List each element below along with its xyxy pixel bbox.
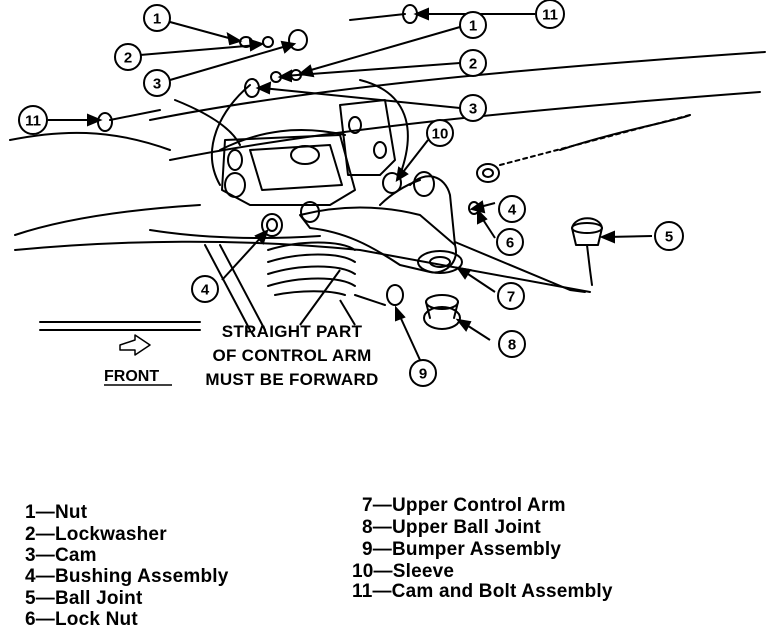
mounting-bracket <box>221 134 356 206</box>
legend-item-6: 6—Lock Nut <box>25 609 138 630</box>
callout-6: 6 <box>506 235 514 252</box>
callout-11b: 11 <box>25 113 41 130</box>
callout-11a: 11 <box>542 7 558 24</box>
callout-1a: 1 <box>153 11 161 28</box>
frame-crossmember <box>219 129 346 151</box>
front-label: FRONT <box>104 368 159 385</box>
legend-item-11: 11—Cam and Bolt Assembly <box>352 581 613 602</box>
callout-7: 7 <box>507 289 515 306</box>
legend-item-1: 1—Nut <box>25 502 88 523</box>
callout-9: 9 <box>419 366 427 383</box>
legend-item-10: 10—Sleeve <box>352 561 455 582</box>
frame-rail-upper-2 <box>169 91 761 161</box>
strut-plate <box>339 99 396 176</box>
callout-3a: 3 <box>153 76 161 93</box>
note-line-2: OF CONTROL ARM <box>212 346 371 365</box>
callout-4b: 4 <box>201 282 210 299</box>
cam-bolt-top <box>349 13 406 21</box>
legend-item-7: 7—Upper Control Arm <box>362 495 566 516</box>
upper-control-arm <box>299 206 457 274</box>
cam-bolt-left <box>109 109 161 121</box>
bushing-left <box>261 213 283 237</box>
frame-rail-left-2 <box>14 204 201 236</box>
legend-item-5: 5—Ball Joint <box>25 588 143 609</box>
legend-item-8: 8—Upper Ball Joint <box>362 517 541 538</box>
callout-2b: 2 <box>469 56 477 73</box>
sleeve <box>382 172 402 194</box>
legend-item-2: 2—Lockwasher <box>25 524 167 545</box>
suspension-diagram: 1 2 3 1 2 3 11 11 10 4 6 5 4 7 8 9 STRAI… <box>9 0 766 389</box>
frame-rail-upper <box>149 51 766 121</box>
coil-spring <box>267 241 356 296</box>
callout-10: 10 <box>432 126 449 143</box>
note-line-3: MUST BE FORWARD <box>205 370 378 389</box>
callout-5: 5 <box>665 229 673 246</box>
callout-1b: 1 <box>469 18 477 35</box>
legend-item-4: 4—Bushing Assembly <box>25 566 229 587</box>
legend-item-9: 9—Bumper Assembly <box>362 539 562 560</box>
callout-2a: 2 <box>124 50 132 67</box>
bushing-right <box>476 163 500 183</box>
bracket-bolt-hole <box>290 145 320 165</box>
cam-top <box>288 29 308 51</box>
callout-3b: 3 <box>469 101 477 118</box>
bumper-assembly <box>386 284 404 306</box>
callout-4a: 4 <box>508 202 517 219</box>
legend-item-3: 3—Cam <box>25 545 97 566</box>
frame-rail-left <box>9 131 171 151</box>
callout-8: 8 <box>508 337 516 354</box>
front-arrow-icon <box>119 334 151 356</box>
ball-joint <box>571 217 603 246</box>
control-arm-ball-joint-seat <box>417 250 463 274</box>
upper-ball-joint <box>423 306 461 330</box>
note-line-1: STRAIGHT PART <box>222 322 363 341</box>
frame-rail-lower <box>14 240 591 293</box>
